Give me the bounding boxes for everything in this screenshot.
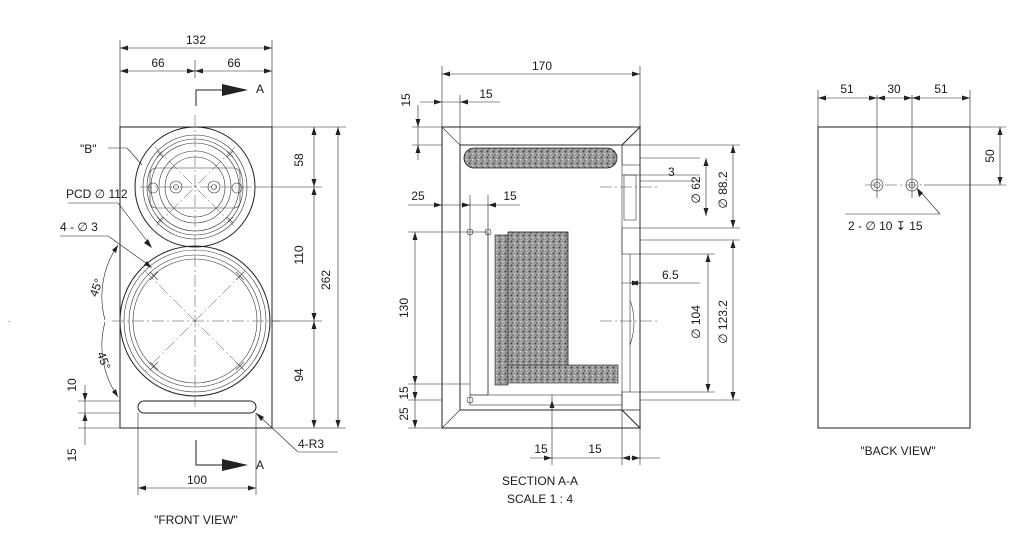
dim-back-left: 51 (840, 82, 854, 96)
dim-dia-62: ∅ 62 (689, 176, 703, 203)
dim-d6-5: 6.5 (662, 268, 679, 282)
dim-back-right: 51 (934, 82, 948, 96)
woofer-screw-holes (149, 271, 245, 371)
label-detail-b: "B" (80, 142, 97, 156)
dim-height-bottom: 94 (292, 368, 306, 382)
dim-h130: 130 (397, 298, 411, 318)
section-marker-top: A (195, 82, 264, 106)
front-view: 132 66 66 A A 58 110 94 262 (60, 33, 346, 527)
dim-height-top: 58 (292, 153, 306, 167)
dim-d3: 3 (668, 165, 675, 179)
caption-scale: SCALE 1 : 4 (507, 492, 573, 506)
dim-dia-104: ∅ 104 (689, 305, 703, 339)
tweeter-screw-holes (156, 150, 234, 224)
label-angle-top: 45° (87, 277, 106, 299)
label-angle-bottom: 45° (94, 350, 113, 372)
damping-block (507, 231, 569, 368)
port-slot (137, 400, 257, 414)
dim-b25: 25 (397, 407, 411, 421)
label-pcd: PCD ∅ 112 (66, 187, 128, 201)
dim-dia-123: ∅ 123.2 (716, 300, 730, 344)
dim-top-thk-v: 15 (399, 93, 413, 107)
dim-bot15-right: 15 (588, 442, 602, 456)
label-holes: 4 - ∅ 3 (60, 220, 98, 234)
dim-left-15: 15 (503, 189, 517, 203)
damping-strip (463, 147, 618, 169)
section-view: 170 15 15 25 15 130 (397, 59, 740, 506)
dim-gap-15: 15 (65, 448, 79, 462)
dim-overall-depth: 170 (532, 59, 552, 73)
label-back-holes: 2 - ∅ 10 ↧ 15 (848, 219, 923, 233)
dim-back-top: 50 (983, 149, 997, 163)
dim-overall-width: 132 (186, 33, 206, 47)
port-duct (469, 231, 489, 396)
dim-dia-88: ∅ 88.2 (716, 171, 730, 208)
svg-text:A: A (256, 458, 264, 472)
dim-overall-height: 262 (319, 270, 333, 290)
dim-back-mid: 30 (887, 82, 901, 96)
back-view: 51 30 51 50 2 - ∅ 10 ↧ 15 "BACK VIEW" (817, 82, 1006, 458)
caption-section: SECTION A-A (502, 474, 578, 488)
svg-text:A: A (256, 82, 264, 96)
back-panel-outline (817, 126, 971, 429)
stray-mark: . (8, 315, 10, 324)
caption-back-view: "BACK VIEW" (860, 444, 935, 458)
dim-top-thk-h: 15 (479, 87, 493, 101)
caption-front-view: "FRONT VIEW" (154, 513, 238, 527)
dim-slot-width: 100 (187, 473, 207, 487)
dim-height-mid: 110 (292, 245, 306, 264)
dim-b15: 15 (397, 386, 411, 400)
dim-half-left: 66 (151, 56, 165, 70)
section-marker-bottom: A (195, 440, 264, 472)
dim-left-25: 25 (411, 189, 425, 203)
label-radius: 4-R3 (298, 437, 324, 451)
dim-bot15-left: 15 (534, 442, 548, 456)
dim-gap-10: 10 (65, 378, 79, 392)
dim-half-right: 66 (227, 56, 241, 70)
